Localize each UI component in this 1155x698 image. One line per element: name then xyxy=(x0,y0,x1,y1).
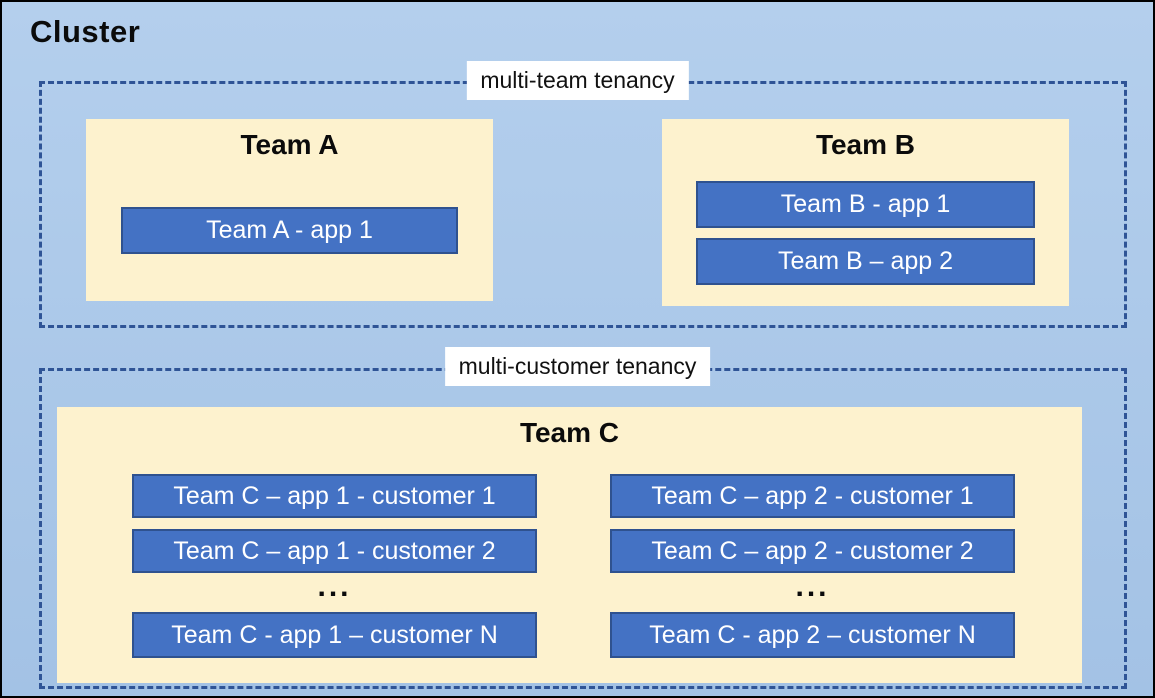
team-c-app-2-customer-1-box: Team C – app 2 - customer 1 xyxy=(610,474,1015,518)
team-c-app-1-customer-n-box: Team C - app 1 – customer N xyxy=(132,612,537,658)
multi-customer-tenancy-label: multi-customer tenancy xyxy=(444,347,711,386)
team-c-app-2-customer-n-box: Team C - app 2 – customer N xyxy=(610,612,1015,658)
team-c-box: Team C Team C – app 1 - customer 1 Team … xyxy=(57,407,1082,683)
multi-customer-tenancy-region: Team C Team C – app 1 - customer 1 Team … xyxy=(39,368,1127,689)
team-c-app-2-customer-2-box: Team C – app 2 - customer 2 xyxy=(610,529,1015,573)
team-b-app-2-box: Team B – app 2 xyxy=(696,238,1035,285)
team-a-title: Team A xyxy=(240,129,339,160)
team-a-app-1-box: Team A - app 1 xyxy=(121,207,458,254)
team-b-title: Team B xyxy=(815,129,916,160)
team-c-app-2-ellipsis: ... xyxy=(795,570,830,603)
multi-team-tenancy-region: Team A Team A - app 1 Team B Team B - ap… xyxy=(39,81,1127,328)
team-c-app-1-customer-1-box: Team C – app 1 - customer 1 xyxy=(132,474,537,518)
multi-team-tenancy-label: multi-team tenancy xyxy=(466,61,689,100)
team-c-title: Team C xyxy=(519,417,620,448)
team-c-app-1-ellipsis: ... xyxy=(317,570,352,603)
team-c-app-1-customer-2-box: Team C – app 1 - customer 2 xyxy=(132,529,537,573)
team-a-box: Team A Team A - app 1 xyxy=(86,119,493,301)
team-b-app-1-box: Team B - app 1 xyxy=(696,181,1035,228)
team-b-box: Team B Team B - app 1 Team B – app 2 xyxy=(662,119,1069,306)
cluster-title: Cluster xyxy=(30,14,141,49)
